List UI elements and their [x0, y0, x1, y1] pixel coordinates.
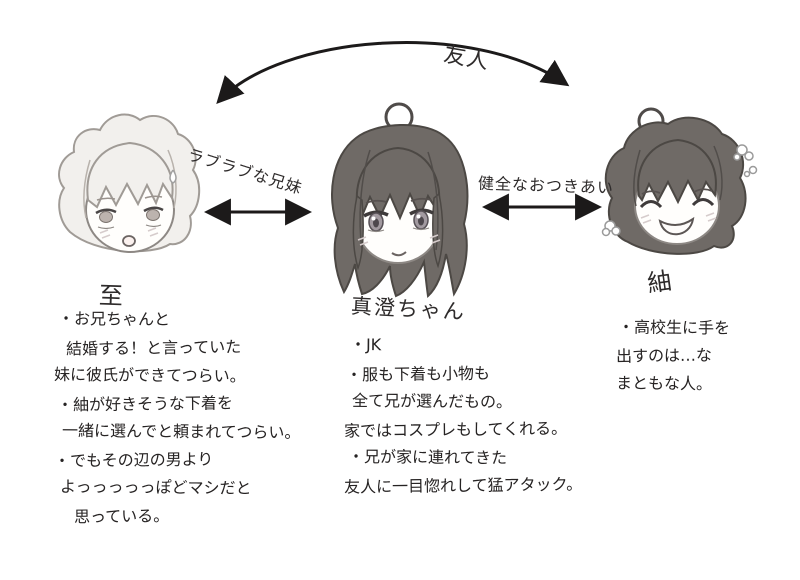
itaru-bangs [86, 141, 174, 209]
itaru-iris [146, 209, 160, 221]
masumi-eye-highlight [416, 214, 421, 219]
tsumugi-brow [693, 188, 713, 193]
note-line: 全て兄が選んだもの。 [351, 390, 513, 412]
character-name-tsumugi: 紬 [645, 266, 676, 298]
note-line: まともな人。 [615, 373, 713, 394]
itaru-brow [144, 195, 163, 199]
itaru-brow [96, 197, 116, 201]
note-line: 思っている。 [73, 506, 170, 527]
tsumugi-hair-strand [633, 149, 641, 207]
character-masumi-portrait [331, 102, 469, 298]
note-line: 一緒に選んでと頼まれてつらい。 [61, 420, 301, 443]
tsumugi-brow [641, 190, 661, 195]
tsumugi-mouth [658, 216, 695, 236]
relationship-label-dating: 健全なおつきあい [477, 173, 615, 198]
note-line: ・JK [349, 334, 382, 355]
tsumugi-closed-eye [691, 198, 715, 207]
itaru-sweat-drop [169, 169, 177, 184]
itaru-mouth [122, 235, 136, 247]
note-line: 友人に一目惚れして猛アタック。 [343, 474, 583, 497]
character-name-masumi: 真澄ちゃん [350, 294, 467, 324]
itaru-blush [99, 229, 111, 239]
masumi-brow [410, 197, 432, 202]
note-line: ・お兄ちゃんと [57, 308, 171, 329]
itaru-hair-strand [83, 159, 91, 219]
note-line: よっっっっっぽどマシだと [59, 476, 252, 498]
note-line: ・兄が家に連れてきた [347, 446, 508, 468]
itaru-lower-lid [97, 226, 115, 230]
note-line: ・紬が好きそうな下着を [56, 393, 234, 415]
masumi-eye-lash [409, 208, 434, 216]
itaru-notes: ・お兄ちゃんと 結婚する！と言っていた 妹に彼氏ができてつらい。 ・紬が好きそう… [52, 306, 301, 530]
itaru-eye [143, 206, 164, 213]
masumi-mouth [391, 251, 407, 257]
note-line: ・高校生に手を [617, 317, 731, 338]
masumi-pupil [418, 216, 424, 226]
masumi-brow [365, 199, 387, 204]
note-line: 出すのは…な [615, 345, 713, 366]
masumi-lower-lid [412, 227, 430, 231]
masumi-lower-lid [367, 229, 385, 233]
character-itaru-portrait [58, 113, 201, 253]
tsumugi-closed-eye [639, 200, 663, 209]
masumi-notes: ・JK ・服も下着も小物も 全て兄が選んだもの。 家ではコスプレもしてくれる。 … [342, 332, 582, 500]
masumi-hair-strand [359, 149, 371, 251]
itaru-blush [147, 227, 159, 237]
character-tsumugi-portrait [601, 107, 758, 255]
itaru-lower-lid [145, 224, 162, 228]
tsumugi-puff-left [601, 220, 621, 237]
masumi-eye-highlight [371, 216, 376, 221]
itaru-iris [99, 211, 113, 223]
note-line: ・でもその辺の男より [53, 449, 214, 471]
masumi-pupil [373, 218, 379, 228]
note-line: 家ではコスプレもしてくれる。 [343, 418, 568, 441]
tsumugi-hair-strand [713, 145, 723, 201]
tsumugi-puff-right [733, 144, 758, 178]
tsumugi-blush [705, 212, 717, 222]
itaru-eye [95, 208, 117, 215]
note-line: 結婚する！と言っていた [65, 337, 242, 359]
tsumugi-notes: ・高校生に手を 出すのは…な まともな人。 [614, 314, 730, 398]
friends-arrow [216, 41, 570, 104]
tsumugi-bangs [637, 138, 717, 205]
note-line: 妹に彼氏ができてつらい。 [53, 364, 246, 386]
masumi-blush [429, 234, 441, 244]
note-line: ・服も下着も小物も [345, 363, 491, 385]
tsumugi-blush [640, 214, 652, 224]
masumi-blush [357, 236, 369, 246]
